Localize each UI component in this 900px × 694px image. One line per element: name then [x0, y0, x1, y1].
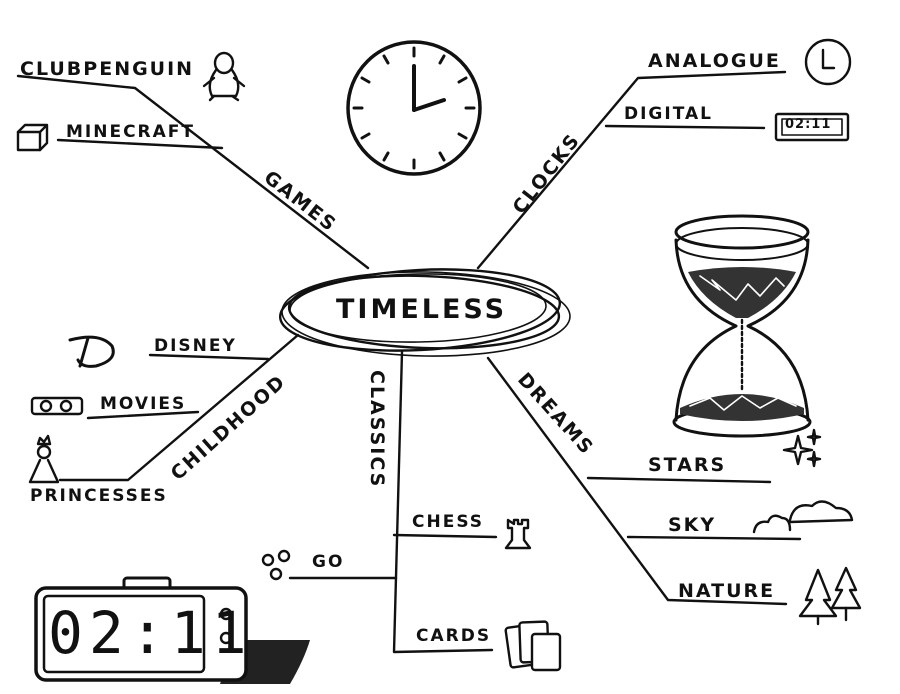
- child-label-analogue: ANALOGUE: [648, 50, 781, 72]
- branch-line-games: [16, 74, 370, 270]
- branch-lines: [16, 70, 802, 654]
- branch-line-stars: [586, 476, 772, 484]
- branch-line-disney: [148, 353, 270, 361]
- child-label-disney: DISNEY: [154, 336, 237, 356]
- wall-clock-icon: [346, 40, 482, 176]
- child-label-princesses: PRINCESSES: [30, 486, 168, 506]
- branch-line-dreams: [486, 356, 788, 606]
- branch-label-classics: CLASSICS: [366, 370, 388, 489]
- branch-line-clocks: [476, 70, 787, 270]
- cloud-icon: [752, 500, 854, 534]
- cards-icon: [504, 620, 562, 672]
- sparkle-icon: [782, 428, 822, 468]
- branch-line-sky: [626, 535, 802, 541]
- child-label-cards: CARDS: [416, 626, 492, 646]
- branch-line-movies: [86, 410, 200, 420]
- disney-logo-icon: [68, 335, 115, 368]
- branch-line-chess: [392, 533, 498, 539]
- alarm-clock-icon: [34, 576, 310, 684]
- branch-line-minecraft: [56, 138, 224, 150]
- hourglass-icon: [672, 214, 812, 438]
- cube-icon: [16, 123, 49, 152]
- trees-icon: [798, 566, 862, 626]
- child-label-clubpenguin: CLUBPENGUIN: [20, 58, 195, 80]
- child-label-nature: NATURE: [678, 580, 776, 602]
- go-stones-icon: [261, 549, 291, 581]
- small-clock-icon: [804, 38, 852, 86]
- alarm-clock-display: 02:11: [48, 599, 253, 667]
- center-label: TIMELESS: [336, 294, 508, 325]
- princess-icon: [28, 434, 60, 484]
- film-icon: [30, 396, 84, 416]
- digital-clock-display: 02:11: [785, 117, 832, 132]
- center-ellipse: [278, 268, 571, 357]
- branch-line-classics: [392, 350, 494, 654]
- digital-clock-icon: [774, 112, 850, 142]
- child-label-sky: SKY: [668, 514, 717, 536]
- child-label-stars: STARS: [648, 454, 727, 476]
- penguin-icon: [202, 51, 246, 102]
- child-label-minecraft: MINECRAFT: [66, 122, 196, 142]
- chess-rook-icon: [504, 518, 532, 550]
- child-label-go: GO: [312, 552, 345, 572]
- child-label-movies: MOVIES: [100, 394, 187, 414]
- branch-line-digital: [604, 124, 766, 130]
- child-label-digital: DIGITAL: [624, 104, 713, 124]
- child-label-chess: CHESS: [412, 512, 485, 532]
- branch-line-childhood: [58, 333, 300, 482]
